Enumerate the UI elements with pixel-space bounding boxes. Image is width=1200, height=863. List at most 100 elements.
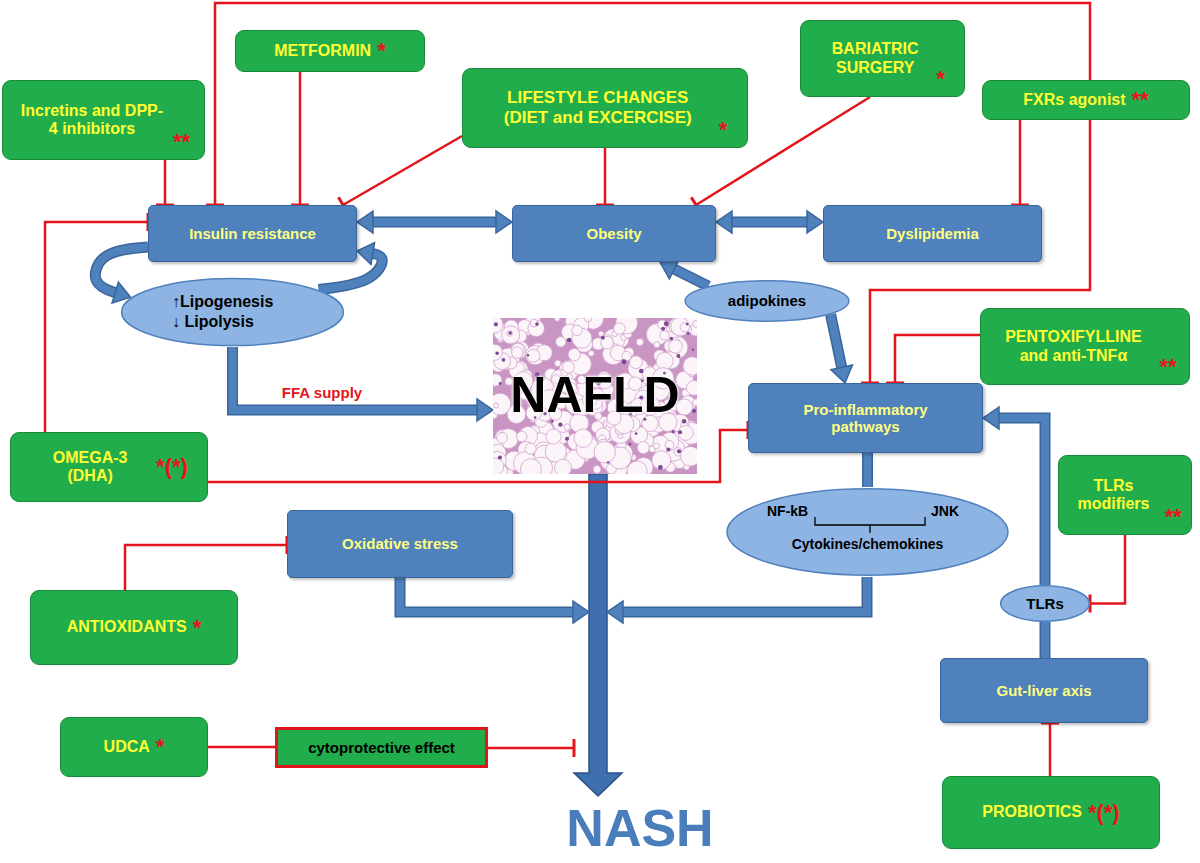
fat-vacuole bbox=[520, 459, 541, 474]
nucleus bbox=[692, 409, 696, 413]
nucleus bbox=[664, 321, 669, 326]
flow-arrow bbox=[983, 407, 1045, 585]
nucleus bbox=[565, 437, 569, 441]
nucleus bbox=[682, 419, 687, 424]
fat-vacuole bbox=[493, 393, 511, 415]
flow-arrow bbox=[233, 347, 494, 421]
inhibition-line bbox=[895, 335, 980, 383]
fat-vacuole bbox=[686, 380, 697, 395]
fat-vacuole bbox=[683, 357, 697, 375]
cytokine-arrow-outline bbox=[622, 577, 867, 612]
evidence-stars: ** bbox=[1132, 89, 1149, 111]
nucleus bbox=[666, 447, 670, 451]
treatment-label: Incretins and DPP-4 inhibitors bbox=[17, 102, 167, 139]
arrow-outline bbox=[831, 314, 843, 371]
evidence-stars: ** bbox=[1159, 356, 1176, 378]
fat-vacuole bbox=[593, 466, 601, 474]
inhibition-line bbox=[488, 747, 574, 750]
arrow-head bbox=[573, 601, 589, 623]
outcome-label: NASH bbox=[566, 802, 713, 854]
nucleus bbox=[672, 430, 675, 433]
inhibition-connector bbox=[125, 536, 287, 590]
arrow-head bbox=[477, 399, 493, 421]
treatment-box: TLRs modifiers** bbox=[1058, 455, 1192, 535]
evidence-stars: * bbox=[719, 119, 728, 141]
mechanism-label: ↑Lipogenesis bbox=[172, 293, 273, 311]
edge-label: FFA supply bbox=[282, 384, 362, 401]
fat-vacuole bbox=[564, 424, 571, 431]
fat-vacuole bbox=[636, 338, 643, 345]
arrow-head bbox=[983, 407, 999, 429]
process-label: Dyslipidemia bbox=[886, 225, 979, 242]
treatment-box: PENTOXIFYLLINE and anti-TNFα** bbox=[980, 308, 1190, 385]
inhibition-line bbox=[343, 136, 462, 205]
fat-vacuole bbox=[594, 442, 615, 463]
tissue-ground bbox=[493, 318, 697, 474]
arrow-outline bbox=[728, 217, 811, 228]
flow-arrow bbox=[1045, 622, 1046, 658]
inhibition-connector bbox=[1090, 535, 1125, 613]
treatment-label: UDCA bbox=[104, 738, 150, 756]
mechanism-label: Cytokines/chemokines bbox=[725, 536, 1010, 552]
arrow-head bbox=[716, 211, 732, 233]
flow-arrow bbox=[831, 314, 853, 383]
inhibition-line bbox=[208, 430, 748, 482]
treatment-box: LIFESTYLE CHANGES (DIET and EXCERCISE)* bbox=[462, 68, 748, 148]
inhibition-bar bbox=[573, 739, 576, 757]
fat-vacuole bbox=[588, 350, 594, 356]
nucleus bbox=[494, 322, 498, 326]
fat-vacuole bbox=[555, 459, 572, 474]
flow-arrow bbox=[357, 211, 512, 233]
nucleus bbox=[678, 430, 682, 434]
process-box: Gut-liver axis bbox=[940, 658, 1148, 723]
fat-vacuole bbox=[660, 331, 669, 340]
fat-vacuole bbox=[653, 443, 659, 449]
fat-vacuole bbox=[574, 429, 592, 447]
arrow-shaft bbox=[864, 453, 872, 487]
mechanism-label: adipokines bbox=[728, 292, 806, 309]
oxidative-arrow bbox=[400, 578, 576, 612]
oxidative-arrow-outline bbox=[400, 578, 576, 612]
nucleus bbox=[567, 338, 572, 343]
arrow-head bbox=[807, 211, 823, 233]
inhibition-line bbox=[1049, 723, 1052, 776]
fat-vacuole bbox=[517, 431, 528, 442]
inhibition-connector bbox=[596, 148, 614, 205]
fat-vacuole bbox=[681, 446, 697, 466]
flow-arrow bbox=[867, 453, 868, 487]
process-box: Obesity bbox=[512, 205, 716, 262]
fat-vacuole bbox=[493, 344, 503, 360]
arrow-shaft bbox=[671, 267, 709, 286]
fat-vacuole bbox=[601, 336, 614, 349]
fat-vacuole bbox=[546, 429, 561, 444]
fat-vacuole bbox=[512, 347, 524, 359]
treatment-box: UDCA* bbox=[60, 717, 208, 777]
inhibition-line bbox=[215, 3, 1090, 205]
flow-arrow bbox=[660, 259, 708, 286]
arrow-outline bbox=[1040, 622, 1051, 658]
inhibition-line bbox=[1019, 120, 1022, 205]
inhibition-connector bbox=[338, 136, 462, 213]
treatment-box: FXRs agonist** bbox=[982, 80, 1190, 120]
arrow-head bbox=[357, 211, 373, 233]
treatment-box: METFORMIN* bbox=[235, 30, 425, 72]
ellipse-fill bbox=[727, 489, 1008, 575]
ellipse-fill bbox=[685, 281, 849, 321]
fat-vacuole bbox=[693, 320, 697, 327]
mechanism-ellipse: adipokines bbox=[684, 280, 850, 322]
nucleus bbox=[607, 461, 609, 463]
fat-vacuole bbox=[678, 425, 693, 440]
fat-vacuole bbox=[680, 323, 689, 332]
nucleus bbox=[498, 456, 502, 460]
process-label: Insulin resistance bbox=[189, 225, 316, 242]
bracket bbox=[815, 517, 925, 533]
fat-vacuole bbox=[584, 318, 591, 322]
fat-vacuole bbox=[527, 349, 540, 362]
nucleus bbox=[635, 432, 638, 435]
fat-vacuole bbox=[692, 399, 697, 406]
effect-box: cytoprotective effect bbox=[275, 727, 488, 768]
nucleus bbox=[629, 443, 631, 445]
nucleus bbox=[535, 322, 539, 326]
process-label: Gut-liver axis bbox=[996, 682, 1091, 699]
nucleus bbox=[622, 359, 627, 364]
